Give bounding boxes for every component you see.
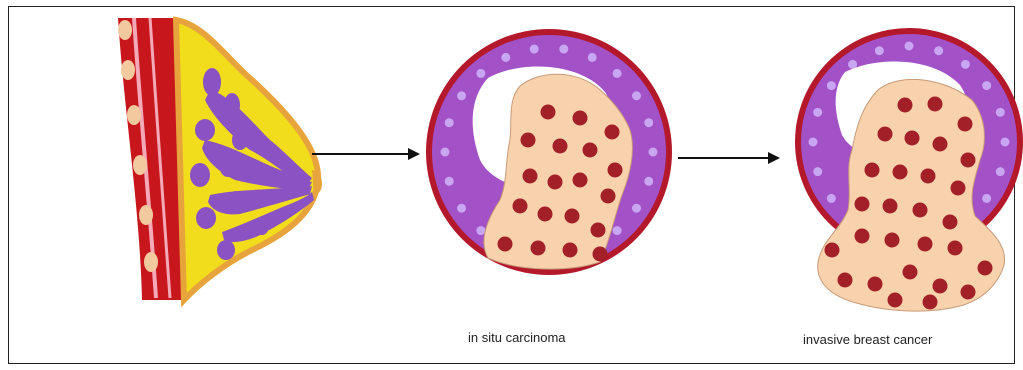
tumor-nucleus xyxy=(608,163,623,178)
duct-in-situ-illustration xyxy=(426,29,672,275)
tumor-nucleus xyxy=(888,293,903,308)
tumor-nucleus xyxy=(903,265,918,280)
tumor-nucleus xyxy=(933,279,948,294)
caption-in-situ: in situ carcinoma xyxy=(468,330,566,345)
wall-nucleus xyxy=(996,108,1005,117)
wall-nucleus xyxy=(457,204,466,213)
tumor-nucleus xyxy=(605,125,620,140)
tumor-nucleus xyxy=(573,111,588,126)
tumor-nucleus xyxy=(961,153,976,168)
breast-illustration xyxy=(118,18,322,300)
wall-nucleus xyxy=(905,42,914,51)
wall-nucleus xyxy=(813,167,822,176)
wall-nucleus xyxy=(875,46,884,55)
tumor-nucleus xyxy=(855,197,870,212)
duct-invasive-illustration xyxy=(795,28,1023,311)
wall-nucleus xyxy=(445,118,454,127)
tumor-nucleus xyxy=(943,215,958,230)
wall-nucleus xyxy=(476,69,485,78)
wall-nucleus xyxy=(613,69,622,78)
tumor-nucleus xyxy=(601,189,616,204)
wall-nucleus xyxy=(588,53,597,62)
tumor-nucleus xyxy=(868,277,883,292)
tumor-nucleus xyxy=(885,233,900,248)
tumor-nucleus xyxy=(951,181,966,196)
wall-nucleus xyxy=(961,60,970,69)
wall-nucleus xyxy=(457,91,466,100)
wall-nucleus xyxy=(476,226,485,235)
tumor-nucleus xyxy=(553,139,568,154)
tumor-nucleus xyxy=(521,133,536,148)
tumor-nucleus xyxy=(878,127,893,142)
wall-nucleus xyxy=(1001,138,1010,147)
tumor-nucleus xyxy=(918,237,933,252)
tumor-nucleus xyxy=(825,243,840,258)
tumor-nucleus xyxy=(913,203,928,218)
tumor-nucleus xyxy=(513,199,528,214)
wall-nucleus xyxy=(934,46,943,55)
tumor-nucleus xyxy=(563,243,578,258)
tumor-nucleus xyxy=(838,273,853,288)
tumor-nucleus xyxy=(948,241,963,256)
tumor-nucleus xyxy=(531,241,546,256)
tumor-nucleus xyxy=(978,261,993,276)
wall-nucleus xyxy=(613,226,622,235)
tumor-nucleus xyxy=(958,117,973,132)
wall-nucleus xyxy=(559,45,568,54)
tumor-nucleus xyxy=(933,137,948,152)
tumor-nucleus xyxy=(923,295,938,310)
tumor-nucleus xyxy=(928,97,943,112)
wall-nucleus xyxy=(445,177,454,186)
arrow-right-icon xyxy=(312,148,420,160)
wall-nucleus xyxy=(441,148,450,157)
tumor-nucleus xyxy=(883,199,898,214)
tumor-nucleus xyxy=(541,105,556,120)
tumor-nucleus xyxy=(961,285,976,300)
wall-nucleus xyxy=(813,108,822,117)
wall-nucleus xyxy=(649,148,658,157)
wall-nucleus xyxy=(632,204,641,213)
wall-nucleus xyxy=(982,194,991,203)
tumor-nucleus xyxy=(565,209,580,224)
tumor-nucleus xyxy=(855,229,870,244)
tumor-nucleus xyxy=(583,143,598,158)
tumor-nucleus xyxy=(893,165,908,180)
wall-nucleus xyxy=(996,167,1005,176)
wall-nucleus xyxy=(530,45,539,54)
wall-nucleus xyxy=(809,138,818,147)
tumor-nucleus xyxy=(921,169,936,184)
tumor-nucleus xyxy=(498,237,513,252)
wall-nucleus xyxy=(501,53,510,62)
tumor-nucleus xyxy=(591,223,606,238)
wall-nucleus xyxy=(982,81,991,90)
tumor-nucleus xyxy=(905,131,920,146)
caption-invasive: invasive breast cancer xyxy=(803,332,932,347)
tumor-nucleus xyxy=(573,173,588,188)
wall-nucleus xyxy=(848,60,857,69)
tumor-nucleus xyxy=(548,175,563,190)
tumor-nucleus xyxy=(593,247,608,262)
tumor-nucleus xyxy=(538,207,553,222)
wall-nucleus xyxy=(827,194,836,203)
tumor-nucleus xyxy=(865,163,880,178)
arrow-right-icon-2 xyxy=(678,152,780,164)
tumor-nucleus xyxy=(523,169,538,184)
wall-nucleus xyxy=(644,118,653,127)
tumor-nucleus xyxy=(898,98,913,113)
wall-nucleus xyxy=(644,177,653,186)
wall-nucleus xyxy=(632,91,641,100)
wall-nucleus xyxy=(827,81,836,90)
